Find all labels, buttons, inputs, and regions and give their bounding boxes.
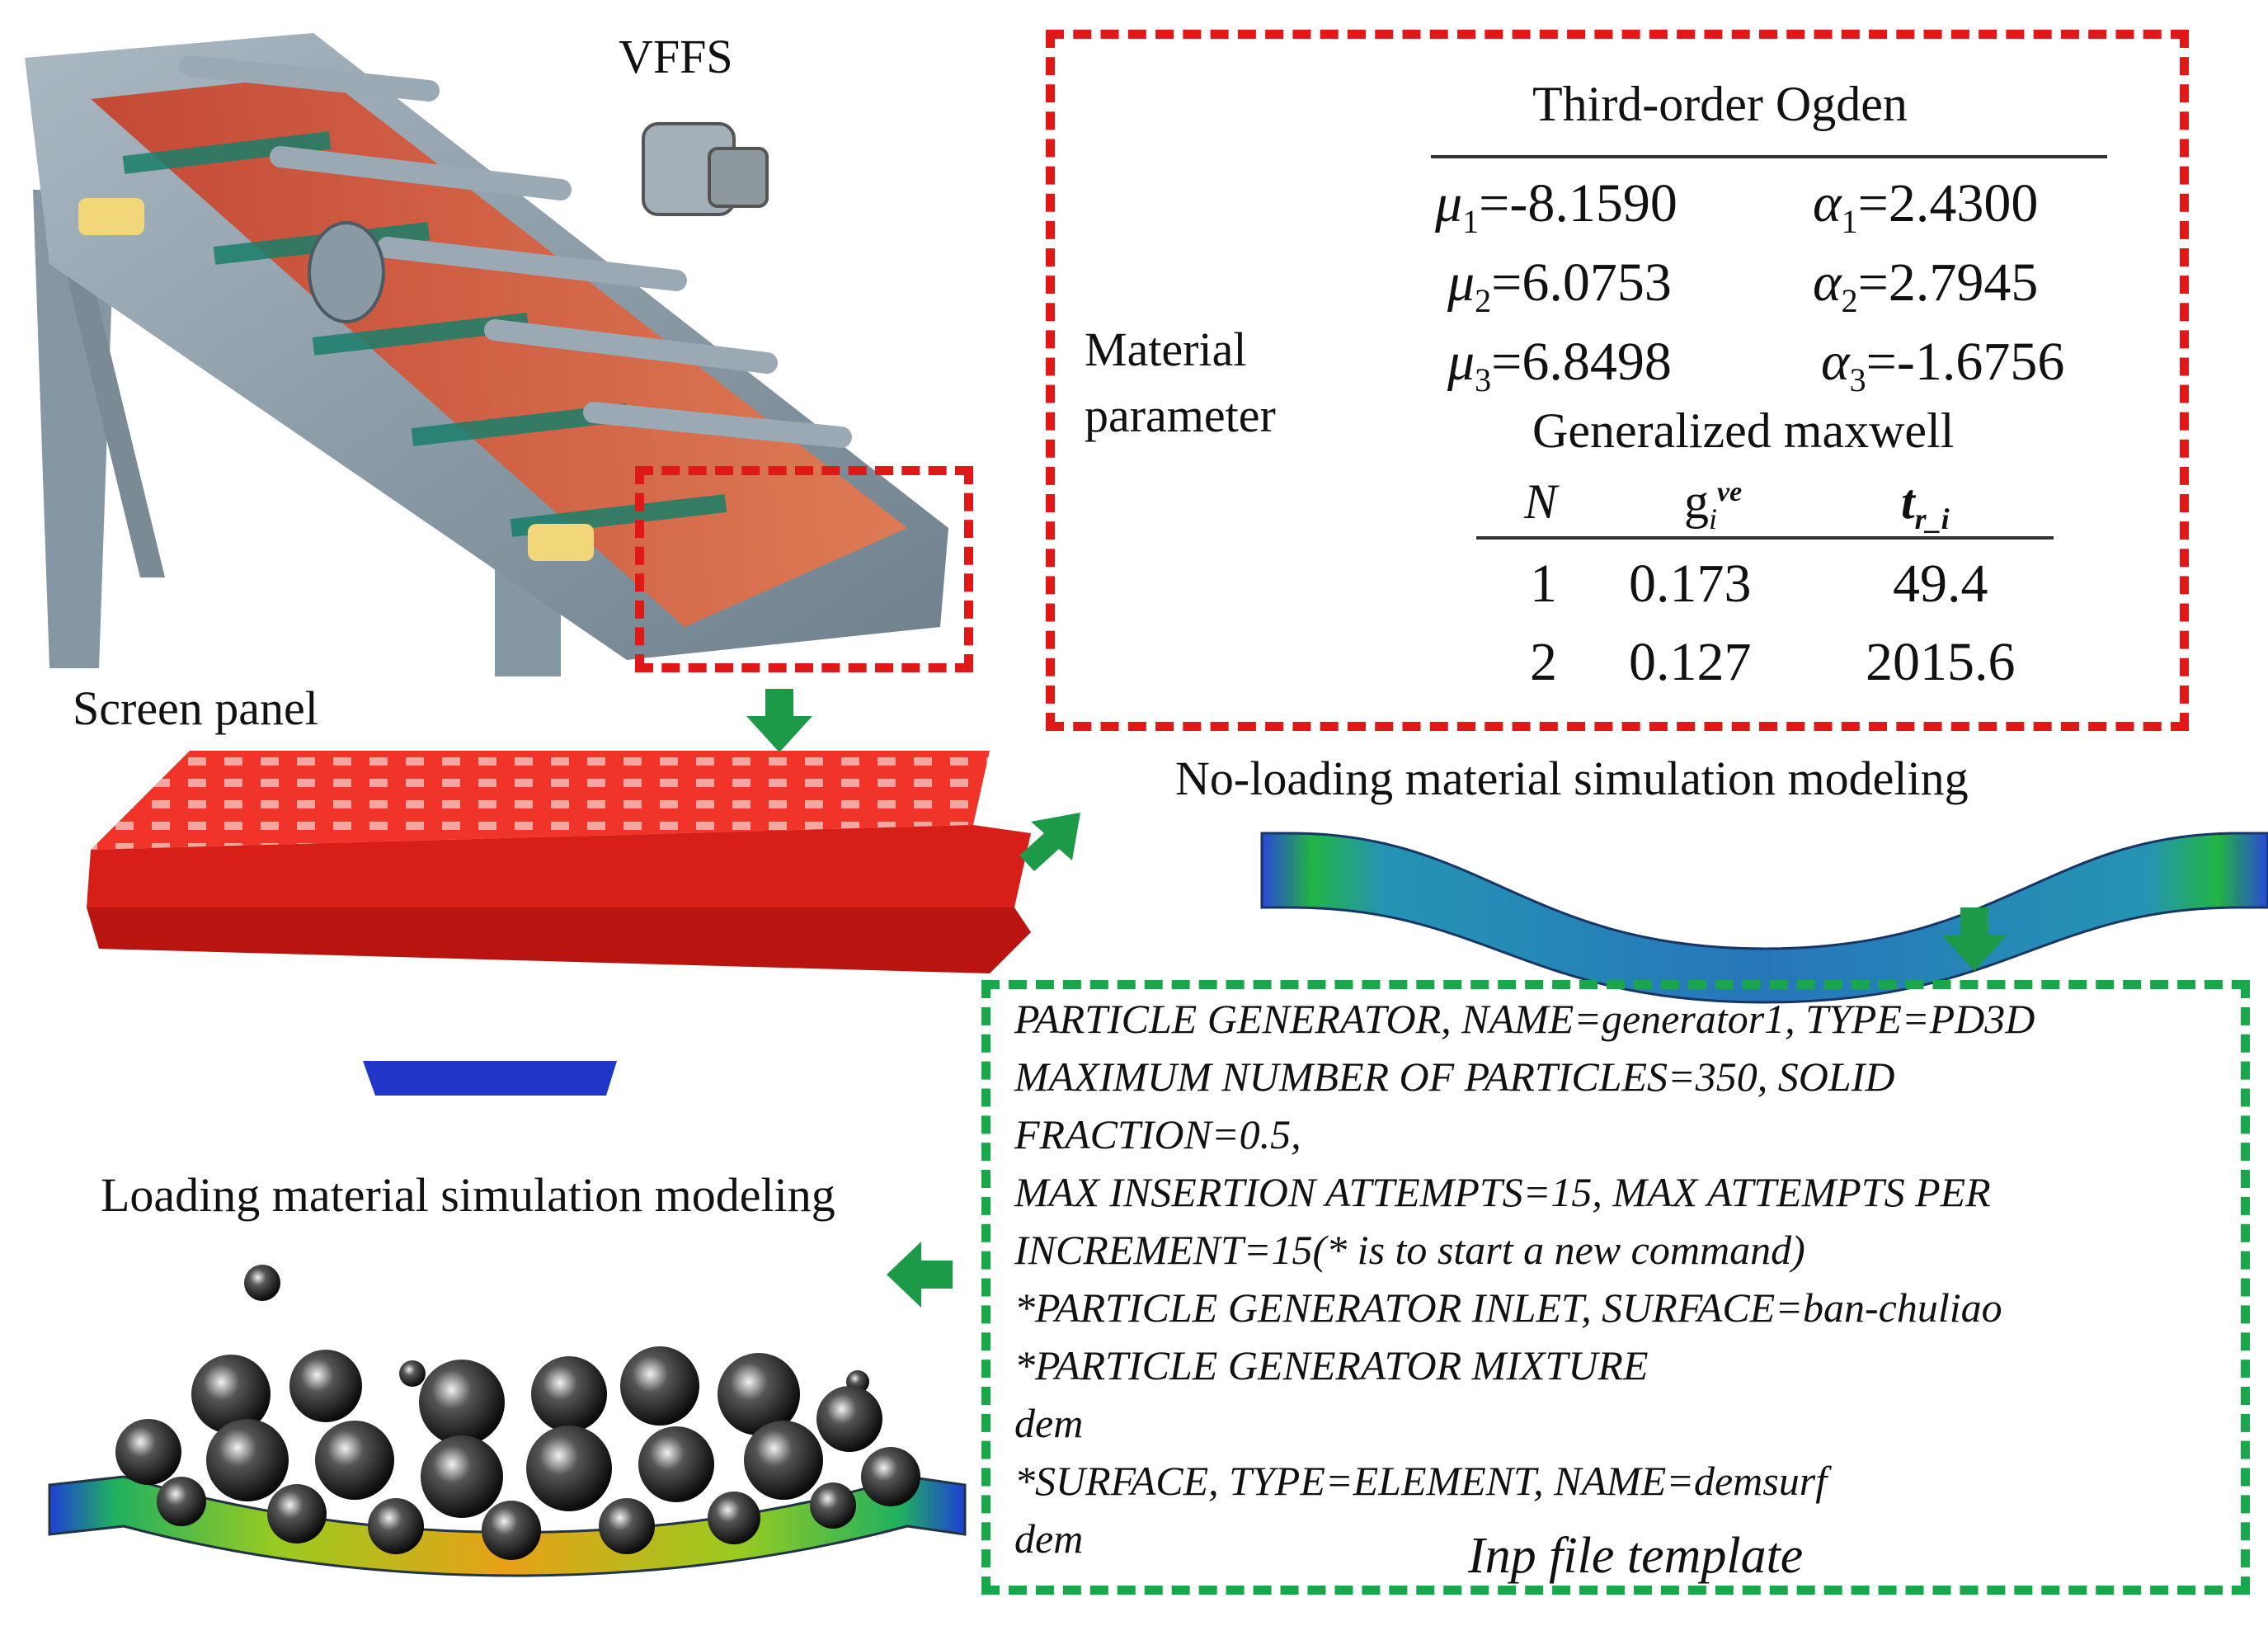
maxwell-row2-n: 2 bbox=[1530, 632, 1557, 692]
ogden-mu-2: μ2=6.0753 bbox=[1447, 252, 1672, 320]
ogden-mu-3: μ3=6.8498 bbox=[1447, 332, 1672, 399]
material-label-line2: parameter bbox=[1085, 389, 1276, 442]
inp-line: *PARTICLE GENERATOR INLET, SURFACE=ban-c… bbox=[1014, 1284, 2002, 1331]
vffs-machine-illustration bbox=[25, 33, 948, 676]
no-loading-fem-beam bbox=[1260, 832, 2268, 1004]
vffs-label: VFFS bbox=[619, 30, 733, 83]
inp-line: *SURFACE, TYPE=ELEMENT, NAME=demsurf bbox=[1014, 1458, 1828, 1504]
inp-file-box bbox=[981, 980, 2250, 1595]
screen-panel-3d bbox=[87, 751, 1031, 973]
inp-line: INCREMENT=15(* is to start a new command… bbox=[1014, 1227, 1805, 1273]
arrow-up-right-icon bbox=[1019, 813, 1080, 871]
material-label-line1: Material bbox=[1085, 323, 1247, 376]
maxwell-header-g: give bbox=[1684, 474, 1743, 535]
inp-line: dem bbox=[1014, 1515, 1084, 1562]
inp-line: FRACTION=0.5, bbox=[1014, 1111, 1301, 1157]
arrow-down-icon bbox=[746, 689, 812, 752]
inp-line: MAXIMUM NUMBER OF PARTICLES=350, SOLID bbox=[1014, 1053, 1895, 1100]
ogden-alpha-3: α3=-1.6756 bbox=[1821, 332, 2065, 399]
inp-line: dem bbox=[1014, 1400, 1084, 1446]
material-parameter-box bbox=[1046, 30, 2189, 731]
maxwell-row2-t: 2015.6 bbox=[1866, 632, 2016, 692]
ogden-alpha-1: α1=2.4300 bbox=[1813, 173, 2039, 241]
inp-line: PARTICLE GENERATOR, NAME=generator1, TYP… bbox=[1014, 996, 2035, 1042]
screen-panel-profile bbox=[363, 1061, 617, 1096]
arrow-down-icon-2 bbox=[1941, 907, 2007, 971]
inp-code-block: PARTICLE GENERATOR, NAME=generator1, TYP… bbox=[1014, 990, 2035, 1567]
maxwell-rule bbox=[1476, 536, 2054, 540]
ogden-mu-1: μ1=-8.1590 bbox=[1435, 173, 1677, 241]
ogden-title: Third-order Ogden bbox=[1532, 77, 1908, 131]
maxwell-row1-n: 1 bbox=[1530, 554, 1557, 614]
loading-label: Loading material simulation modeling bbox=[101, 1168, 835, 1222]
maxwell-row1-t: 49.4 bbox=[1893, 554, 1988, 614]
screen-panel-label: Screen panel bbox=[73, 681, 318, 735]
maxwell-row1-g: 0.173 bbox=[1629, 554, 1752, 614]
inp-template-label: Inp file template bbox=[1468, 1528, 1804, 1584]
dem-particles bbox=[115, 1265, 920, 1560]
arrow-left-icon bbox=[887, 1242, 953, 1308]
no-loading-label: No-loading material simulation modeling bbox=[1175, 752, 1969, 805]
ogden-alpha-2: α2=2.7945 bbox=[1813, 252, 2039, 320]
inp-line: *PARTICLE GENERATOR MIXTURE bbox=[1014, 1342, 1649, 1388]
ogden-rule bbox=[1431, 155, 2107, 158]
inp-line: MAX INSERTION ATTEMPTS=15, MAX ATTEMPTS … bbox=[1014, 1169, 1991, 1215]
screen-panel-highlight-box bbox=[635, 466, 973, 672]
maxwell-header-t: tr_i bbox=[1901, 474, 1950, 535]
maxwell-header-n: N bbox=[1524, 474, 1558, 529]
maxwell-row2-g: 0.127 bbox=[1629, 632, 1752, 692]
maxwell-title: Generalized maxwell bbox=[1532, 403, 1955, 458]
